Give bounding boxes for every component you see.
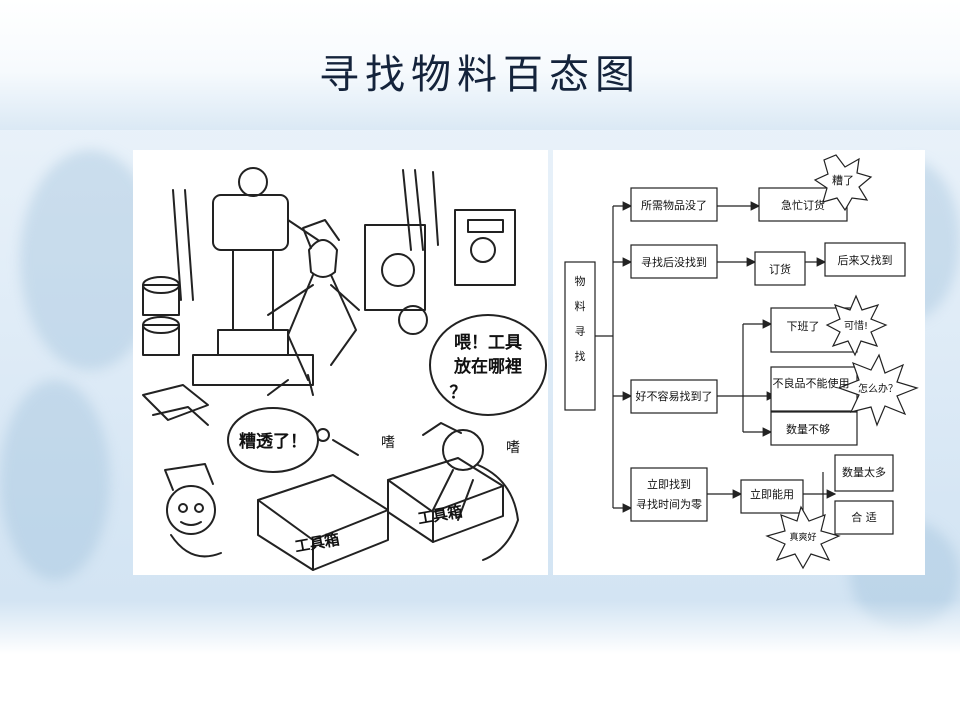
speech-text-bad: 糟透了！: [239, 431, 307, 452]
speech-text-where-2: 放在哪裡: [453, 356, 522, 377]
b3-r1-text: 下班了: [787, 320, 820, 333]
b3-cause-text: 好不容易找到了: [636, 389, 713, 403]
b4-cause-text-2: 寻找时间为零: [636, 497, 702, 511]
box-b4-r1: [834, 454, 894, 492]
box-b4-cause: [630, 467, 708, 522]
pipes: [172, 169, 439, 301]
toolbox-1: [257, 474, 389, 571]
slide-title: 寻找物料百态图: [319, 52, 641, 98]
box-b2-mid: [754, 251, 806, 286]
footer-band: [0, 600, 960, 720]
toolbox-label-1: 工具箱: [293, 530, 340, 556]
b4-r2-text: 合 适: [851, 510, 877, 524]
root-char-2: 料: [575, 299, 586, 313]
header-band: [0, 0, 960, 130]
b4-r1-text: 数量太多: [842, 465, 886, 479]
flow-panel: 物 料 寻 找 所需物品没了 急忙订货 糟了 寻找后没找到 订货 后来又找到 好…: [553, 150, 925, 575]
box-b4-mid: [740, 479, 804, 514]
box-b2-result: [824, 242, 906, 277]
b2-cause-text: 寻找后没找到: [641, 255, 707, 269]
crouching-worker: [422, 422, 519, 561]
standing-worker: [267, 219, 360, 396]
b3-r2-text: 不良品不能使用: [773, 376, 850, 390]
root-box: [564, 261, 596, 411]
distressed-man: [164, 463, 222, 558]
speech-bubble-bad: [227, 407, 319, 473]
b3-r2-burst-text: 怎么办？: [858, 382, 898, 395]
b1-burst-text: 糟了: [832, 173, 854, 187]
burst-b3-r2: [837, 353, 919, 427]
cartoon-illustration: 喂！工具 放在哪裡 ？ 糟透了！ 嗜 嗜 工具箱 工具箱: [142, 167, 547, 571]
world-map-shape: [0, 380, 110, 580]
b2-mid-text: 订货: [769, 262, 791, 276]
speech-text-where-3: ？: [450, 383, 467, 403]
root-char-3: 寻: [575, 325, 586, 338]
root-char-4: 找: [575, 349, 586, 363]
box-b3-cause: [630, 379, 718, 414]
box-b3-r3: [770, 411, 858, 446]
b1-cause-text: 所需物品没了: [641, 198, 707, 212]
sound-effect-1: 嗜: [381, 435, 395, 451]
speech-text-where-1: 喂！工具: [454, 333, 522, 353]
burst-b1: [813, 154, 873, 212]
toolbox-2: [387, 457, 504, 543]
box-b4-r2: [834, 500, 894, 535]
b4-burst-text: 真爽好: [789, 531, 816, 543]
drill-press-machine: [192, 167, 319, 386]
flow-diagram: 物 料 寻 找 所需物品没了 急忙订货 糟了 寻找后没找到 订货 后来又找到 好…: [564, 154, 919, 570]
b4-cause-text-1: 立即找到: [647, 477, 691, 491]
cartoon-panel: 喂！工具 放在哪裡 ？ 糟透了！ 嗜 嗜 工具箱 工具箱: [133, 150, 548, 575]
speech-bubble-where: [429, 314, 547, 416]
b4-mid-text: 立即能用: [750, 487, 794, 501]
sound-effect-2: 嗜: [506, 440, 520, 456]
root-char-1: 物: [575, 274, 586, 288]
stacked-reels: [142, 276, 180, 356]
box-b1-cause: [630, 187, 718, 222]
b3-r3-text: 数量不够: [786, 423, 830, 436]
b1-result-text: 急忙订货: [781, 198, 825, 212]
burst-b3-r1: [825, 294, 888, 357]
burst-b4: [765, 505, 841, 570]
b2-result-text: 后来又找到: [838, 253, 893, 267]
control-box-machine: [364, 209, 516, 335]
b3-r1-burst-text: 可惜!: [844, 319, 868, 332]
